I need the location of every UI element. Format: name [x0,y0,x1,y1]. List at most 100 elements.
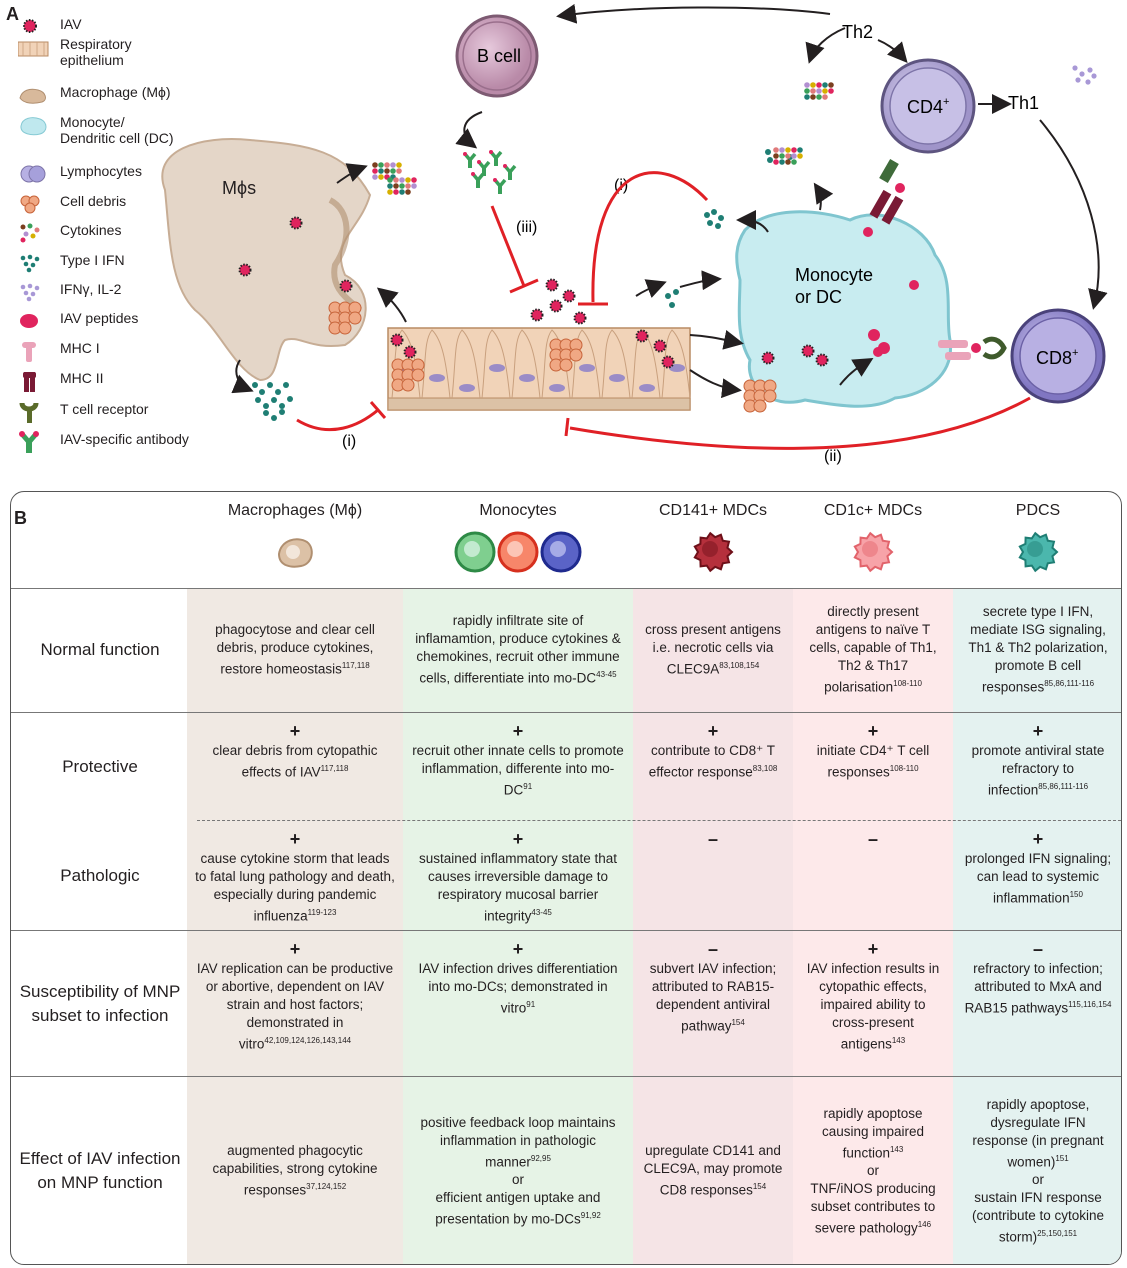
citation-refs: 37,124,152 [306,1182,347,1192]
or-separator: or [511,1172,524,1187]
cell-text-body: IAV infection drives differentiation int… [418,961,618,1016]
column-header-label: Monocytes [479,502,557,519]
type-i-ifn-dots [252,149,793,421]
legend-item: Lymphocytes [18,163,142,185]
table-cell: +IAV infection results in cytopathic eff… [801,934,945,1074]
cell-text: directly present antigens to naïve T cel… [801,603,945,697]
legend-label: MHC II [60,370,104,386]
or-separator: or [866,1163,879,1178]
cell-text-body: initiate CD4⁺ T cell responses [816,743,930,780]
legend-item: T cell receptor [18,401,148,423]
cytokine-dots [372,65,1097,195]
column-header: Monocytes [403,502,633,579]
table-cell: upregulate CD141 and CLEC9A, may promote… [641,1082,785,1260]
cell-text-body: recruit other innate cells to promote in… [412,743,624,798]
cell-text-body: promote antiviral state refractory to in… [971,743,1105,798]
citation-refs: 108-110 [889,764,919,773]
cell-text-body: rapidly apoptose, dysregulate IFN respon… [972,1096,1104,1170]
b-cell-label: B cell [477,46,521,66]
column-header-label: Macrophages (Mϕ) [227,502,363,519]
table-cell: –refractory to infection; attributed to … [961,934,1115,1074]
cell-text: clear debris from cytopathic effects of … [195,742,395,782]
cell-text-alt-body: efficient antigen uptake and presentatio… [435,1190,601,1227]
row-label: Pathologic [60,866,140,885]
cell-text-alt: sustain IFN response (contribute to cyto… [961,1189,1115,1247]
row-divider [11,930,1121,931]
pdc-icon [953,530,1121,579]
table-cell: rapidly infiltrate site of inflamamtion,… [411,592,625,708]
citation-refs: 154 [731,1018,745,1027]
cell-text-body: directly present antigens to naïve T cel… [809,604,937,695]
cell-text-body: cross present antigens i.e. necrotic cel… [645,622,781,677]
column-header: CD141+ MDCs [633,502,793,579]
table-cell: +sustained inflammatory state that cause… [411,824,625,928]
effect-symbol: + [867,939,879,959]
cell-text-body: subvert IAV infection; attributed to RAB… [649,961,777,1034]
effect-symbol: + [1032,721,1044,741]
legend-item: Cell debris [18,193,126,215]
cell-text-body: rapidly apoptose causing impaired functi… [821,1105,925,1161]
iav-peptides [863,227,919,357]
table-cell: phagocytose and clear cell debris, produ… [195,592,395,708]
citation-refs: 83,108 [752,764,778,773]
legend-item: Respiratory epithelium [17,36,132,68]
column-background [793,588,953,1264]
citation-refs: 117,118 [320,764,349,773]
citation-refs: 91 [523,782,533,791]
type-i-ifn-icon [18,252,50,274]
cell-text-body: IAV replication can be productive or abo… [196,961,394,1052]
row-divider [11,1076,1121,1077]
mhc-ii-icon [18,370,50,392]
cell-text-alt: efficient antigen uptake and presentatio… [411,1189,625,1229]
cell-text-alt-body: TNF/iNOS producing subset contributes to… [810,1181,936,1236]
legend-label: IAV peptides [60,310,139,326]
table-cell: –subvert IAV infection; attributed to RA… [641,934,785,1074]
cell-text: refractory to infection; attributed to M… [961,960,1115,1018]
table-cell: +clear debris from cytopathic effects of… [195,716,395,818]
cell-text-alt: TNF/iNOS producing subset contributes to… [801,1180,945,1238]
legend-label: Lymphocytes [60,163,142,179]
table-cell: +IAV infection drives differentiation in… [411,934,625,1074]
citation-refs: 85,86,111-116 [1044,679,1095,689]
macrophage-cell [161,138,372,382]
legend-label: Macrophage (Mϕ) [60,84,171,100]
cd1c-mdc-icon [793,530,953,579]
table-cell: +recruit other innate cells to promote i… [411,716,625,818]
legend-item: IFNγ, IL-2 [18,281,121,303]
legend-label: IAV-specific antibody [60,431,189,447]
row-label: Susceptibility of MNP subset to infectio… [19,982,181,1025]
mhc-ii-tcr-complex [869,158,905,225]
cell-text-body: phagocytose and clear cell debris, produ… [215,622,375,677]
lymphocytes-icon [18,163,50,185]
inhibition-lines [296,171,1031,450]
effect-symbol: – [867,829,878,849]
respiratory-epithelium-icon [17,36,50,58]
ifn-gamma-il2-icon [18,281,50,303]
cell-text: cross present antigens i.e. necrotic cel… [641,621,785,679]
legend-item: MHC II [18,370,104,392]
cell-text: prolonged IFN signaling; can lead to sys… [961,850,1115,908]
cell-text: initiate CD4⁺ T cell responses108-110 [801,742,945,782]
table-cell: +initiate CD4⁺ T cell responses108-110 [801,716,945,818]
column-header: PDCS [953,502,1121,579]
legend-label: Type I IFN [60,252,125,268]
panel-a-letter: A [6,4,19,24]
cell-text-body: IAV infection results in cytopathic effe… [806,961,940,1052]
table-cell: cross present antigens i.e. necrotic cel… [641,592,785,708]
citation-refs: 143 [891,1036,906,1045]
th2-label: Th2 [842,22,873,42]
legend-label: Cytokines [60,222,122,238]
effect-symbol: + [512,829,524,849]
b-cell [455,14,539,98]
citation-refs: 91,92 [580,1211,601,1220]
cell-text: IAV infection drives differentiation int… [411,960,625,1018]
citation-refs: 42,109,124,126,143,144 [264,1036,352,1045]
iav-specific-antibodies [463,150,517,194]
mhc-i-tcr-complex [938,336,1007,360]
citation-refs: 154 [752,1182,767,1192]
table-cell: rapidly apoptose causing impaired functi… [801,1082,945,1260]
column-background [187,588,403,1264]
legend-label: Monocyte/ Dendritic cell (DC) [60,114,174,146]
